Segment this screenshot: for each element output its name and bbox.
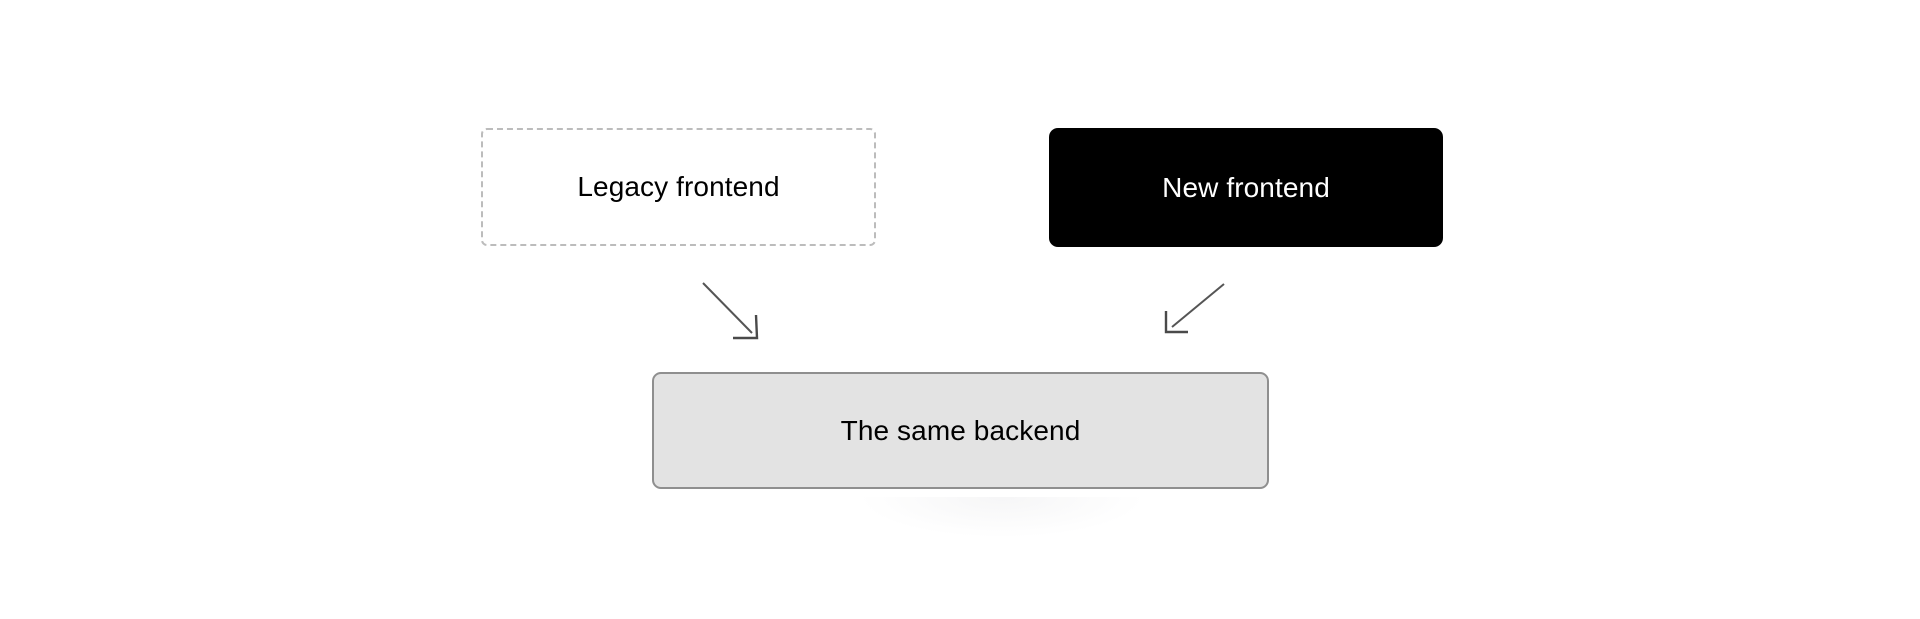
- arrow-legacy-to-backend: [702, 282, 759, 340]
- node-new-frontend[interactable]: New frontend: [1049, 128, 1443, 247]
- node-backend[interactable]: The same backend: [652, 372, 1269, 489]
- arrow-new-shaft: [1171, 283, 1225, 328]
- arrow-new-to-backend: [1164, 283, 1225, 334]
- backend-shadow-artifact: [862, 497, 1142, 537]
- node-backend-label: The same backend: [840, 414, 1081, 446]
- node-legacy-frontend[interactable]: Legacy frontend: [481, 128, 876, 246]
- node-legacy-frontend-label: Legacy frontend: [577, 171, 780, 203]
- arrow-legacy-shaft: [702, 282, 753, 334]
- arrow-new-head: [1164, 311, 1188, 334]
- arrow-legacy-head: [733, 314, 759, 340]
- node-new-frontend-label: New frontend: [1162, 171, 1330, 203]
